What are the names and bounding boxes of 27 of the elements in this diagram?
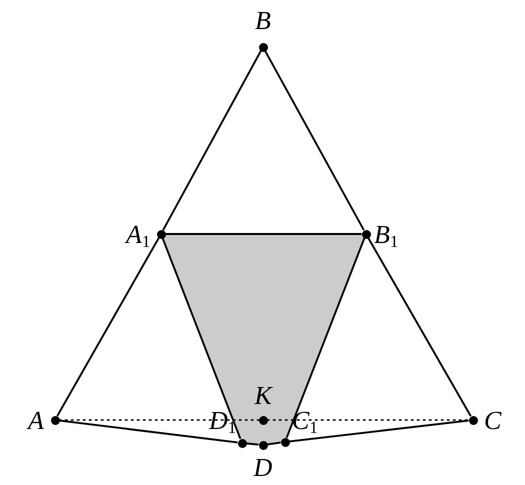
- point-label: A: [28, 408, 44, 434]
- line-segment: [289, 420, 469, 442]
- point-label: C: [484, 408, 502, 434]
- point-label: B$_{1}$: [374, 222, 398, 253]
- line-segment: [267, 442, 281, 446]
- line-segment: [264, 50, 365, 231]
- point-label: B: [255, 8, 271, 34]
- line-segment: [56, 237, 160, 417]
- line-segment: [286, 238, 366, 438]
- line-segment: [59, 420, 238, 444]
- point-dot: [238, 438, 246, 448]
- dotted-segment: [58, 419, 260, 421]
- line-segment: [246, 442, 259, 446]
- point-dot: [362, 230, 370, 238]
- point-dot: [258, 42, 268, 52]
- point-dot: [50, 416, 60, 424]
- point-dot: [156, 230, 166, 238]
- point-label: K: [254, 383, 272, 409]
- point-label: A$_{1}$: [126, 222, 150, 253]
- line-segment: [162, 50, 262, 230]
- line-segment: [162, 238, 242, 440]
- point-label: D$_{1}$: [209, 408, 236, 439]
- point-label: D: [254, 455, 272, 481]
- point-dot: [468, 416, 478, 424]
- line-segment: [367, 237, 472, 417]
- dotted-segment: [266, 419, 470, 421]
- line-segment: [166, 233, 362, 235]
